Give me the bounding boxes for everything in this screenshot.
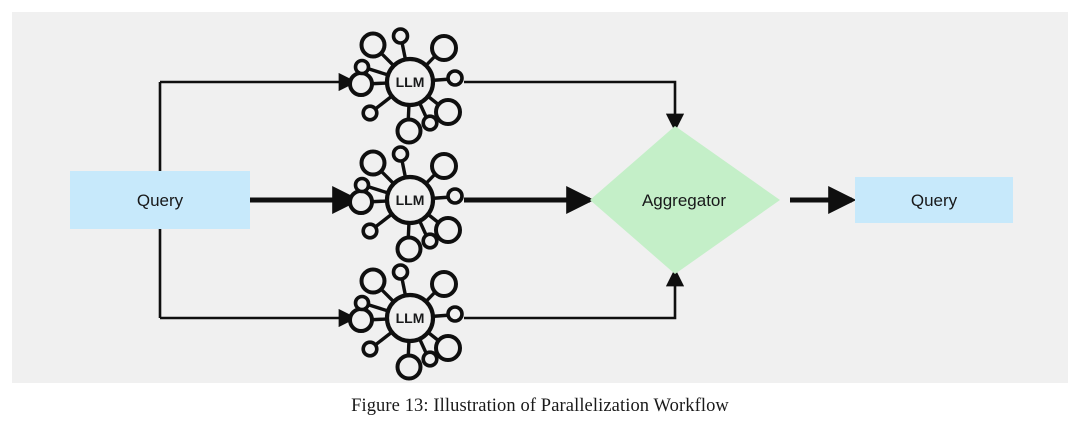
- llm-top-label: LLM: [396, 74, 425, 90]
- output-query-box[interactable]: [855, 177, 1013, 223]
- node-llm-bottom[interactable]: LLM: [350, 265, 462, 379]
- output-query-label: Query: [911, 191, 958, 210]
- edge-llm-top-to-aggregator: [464, 80, 685, 132]
- aggregator-diamond[interactable]: [590, 126, 780, 274]
- input-query-box[interactable]: [70, 171, 250, 229]
- node-input-query[interactable]: Query: [70, 171, 250, 229]
- llm-middle-label: LLM: [396, 192, 425, 208]
- node-aggregator[interactable]: Aggregator: [590, 126, 780, 274]
- llm-bottom-label: LLM: [396, 310, 425, 326]
- figure-caption: Figure 13: Illustration of Parallelizati…: [351, 396, 729, 416]
- node-llm-middle[interactable]: LLM: [350, 147, 462, 261]
- edge-llm-bottom-to-aggregator: [464, 268, 685, 320]
- node-output-query[interactable]: Query: [855, 177, 1013, 223]
- node-llm-top[interactable]: LLM: [350, 29, 462, 143]
- aggregator-label: Aggregator: [642, 191, 726, 210]
- input-query-label: Query: [137, 191, 184, 210]
- parallelization-workflow-diagram: Query LLM LLM LLM Aggregator: [70, 12, 1013, 383]
